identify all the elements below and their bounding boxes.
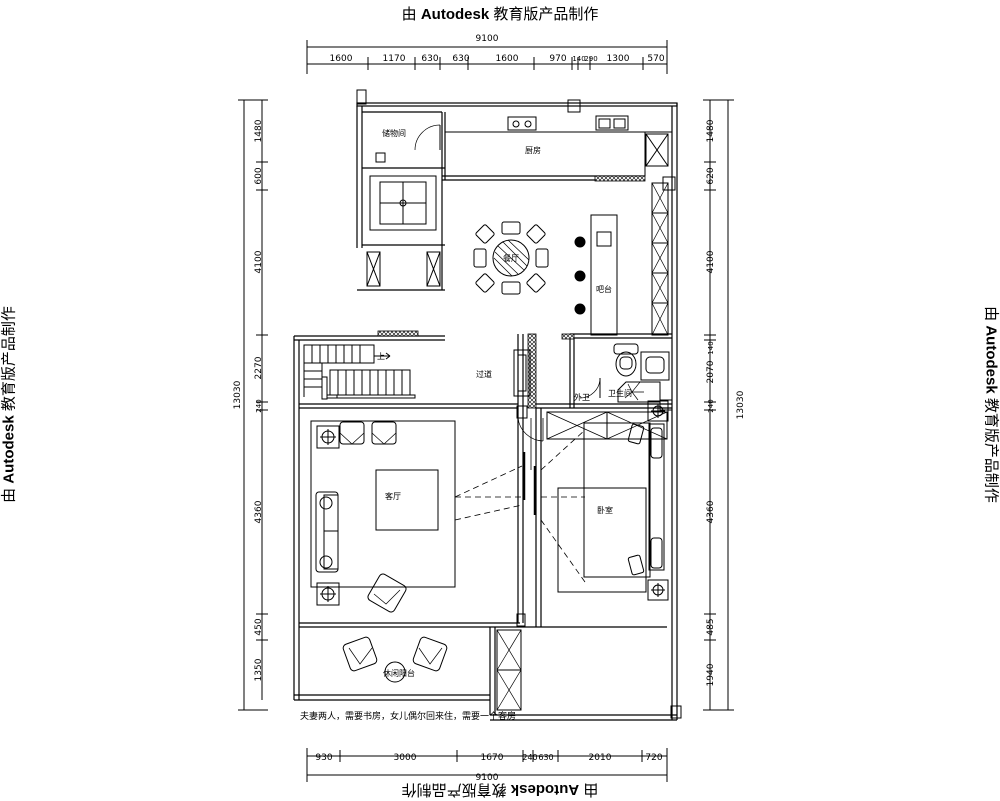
- dim-bottom-1: 3000: [394, 753, 417, 763]
- label-bathroom: 卫生间: [608, 388, 632, 398]
- dim-bottom-3: 240: [522, 753, 537, 762]
- label-living: 客厅: [385, 491, 401, 501]
- dim-top-9: 570: [647, 54, 664, 64]
- dim-bottom-2: 1670: [481, 753, 504, 763]
- dim-top-total: 9100: [476, 34, 499, 44]
- dim-top-3: 630: [452, 54, 469, 64]
- dim-right-7: 485: [706, 618, 716, 635]
- room-labels: 储物间 厨房 餐厅 吧台 过道 上 卫生间 外卫 客厅 卧室 休闲阳台: [377, 128, 632, 678]
- dim-top-1: 1170: [383, 54, 406, 64]
- dim-top-7: 290: [584, 55, 597, 63]
- dim-left-total: 13030: [233, 380, 243, 409]
- dim-left-1: 600: [254, 167, 264, 184]
- dim-left-0: 1480: [254, 119, 264, 142]
- label-storage: 储物间: [382, 128, 406, 138]
- elevator: [367, 176, 440, 286]
- dim-right-5: 240: [707, 399, 715, 412]
- label-bar: 吧台: [596, 284, 612, 294]
- dim-left-7: 1350: [254, 658, 264, 681]
- dim-right-8: 1940: [706, 663, 716, 686]
- bar-counter: [575, 215, 617, 335]
- wall-cabinets: [652, 183, 668, 335]
- living-room-furniture: [311, 421, 455, 613]
- dim-bottom-4: 630: [538, 753, 553, 762]
- dim-left-2: 4100: [254, 250, 264, 273]
- label-kitchen: 厨房: [525, 145, 541, 155]
- balcony-furniture: [342, 630, 521, 710]
- dim-left-6: 450: [254, 618, 264, 635]
- label-outside: 外卫: [574, 392, 590, 402]
- dim-right-4: 2070: [706, 360, 716, 383]
- dim-top-4: 1600: [496, 54, 519, 64]
- staircase: [304, 345, 415, 399]
- dim-top-8: 1300: [607, 54, 630, 64]
- dim-left-3: 2270: [254, 356, 264, 379]
- label-upstairs: 上: [377, 352, 385, 361]
- dim-bottom-6: 720: [645, 753, 662, 763]
- label-balcony: 休闲阳台: [383, 668, 415, 678]
- dim-right-1: 620: [706, 167, 716, 184]
- label-bedroom: 卧室: [597, 505, 613, 515]
- hallway-tv-unit: [514, 350, 530, 396]
- label-dining: 餐厅: [503, 254, 519, 263]
- dim-right-0: 1480: [706, 119, 716, 142]
- dim-bottom-5: 2010: [589, 753, 612, 763]
- dim-top-2: 630: [421, 54, 438, 64]
- dim-left-5: 4360: [254, 500, 264, 523]
- dim-right-total: 13030: [736, 390, 746, 419]
- dim-right-6: 4360: [706, 500, 716, 523]
- dim-right-2: 4100: [706, 250, 716, 273]
- doors: [518, 418, 543, 470]
- dim-top-5: 970: [549, 54, 566, 64]
- dim-bottom-0: 930: [315, 753, 332, 763]
- bedroom-furniture: [557, 401, 678, 618]
- kitchen-counter: [445, 116, 672, 176]
- design-note: 夫妻两人，需要书房，女儿偶尔回来住，需要一个客房: [300, 709, 516, 722]
- sight-lines: [455, 430, 585, 582]
- dim-left-4: 240: [255, 399, 263, 412]
- dim-top-0: 1600: [330, 54, 353, 64]
- label-hallway: 过道: [476, 369, 492, 379]
- dim-right-3: 140: [707, 341, 715, 354]
- dim-bottom-total: 9100: [476, 773, 499, 783]
- tv-units: [524, 452, 535, 515]
